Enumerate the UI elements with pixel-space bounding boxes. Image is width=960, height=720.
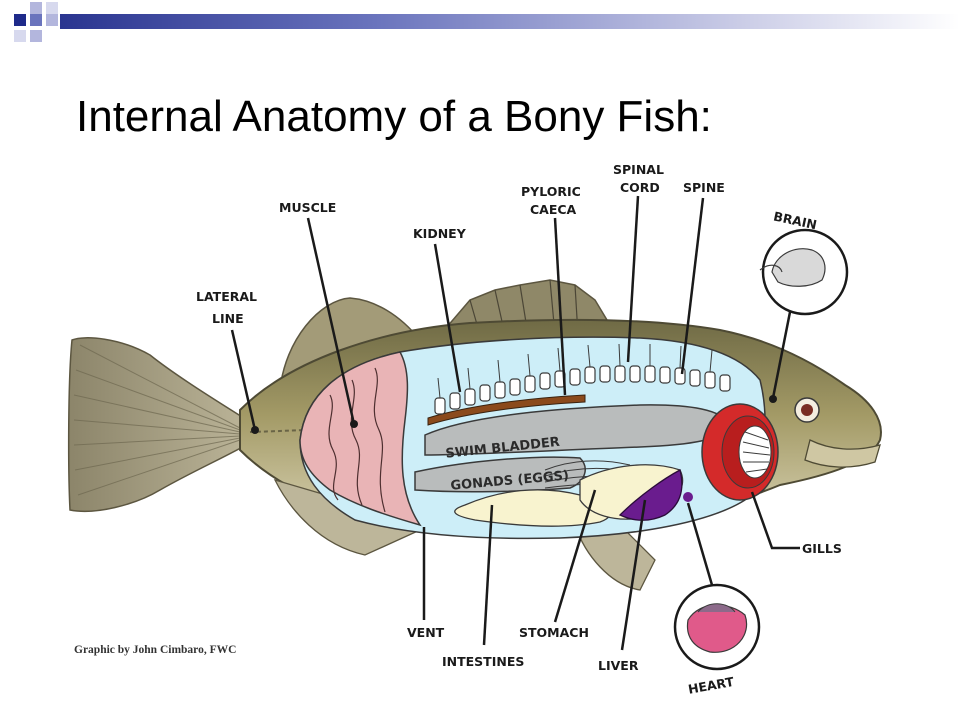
label-liver: LIVER — [598, 658, 639, 673]
kidney — [427, 394, 586, 426]
slide-title: Internal Anatomy of a Bony Fish: — [76, 92, 712, 141]
header-squares-icon — [14, 2, 58, 42]
label-stomach: STOMACH — [519, 625, 589, 640]
label-lateral-line-2: LINE — [212, 311, 244, 326]
anal-fin — [273, 478, 422, 556]
gills — [701, 403, 779, 501]
label-lateral-line-1: LATERAL — [196, 289, 257, 304]
liver — [618, 469, 683, 521]
label-muscle: MUSCLE — [279, 200, 336, 215]
label-spinal-2: CORD — [620, 180, 660, 195]
label-spinal-1: SPINAL — [613, 162, 664, 177]
intestines — [454, 489, 612, 527]
label-heart: HEART — [687, 674, 736, 697]
label-gills: GILLS — [802, 541, 842, 556]
label-pyloric-2: CAECA — [530, 202, 577, 217]
label-brain: BRAIN — [772, 209, 818, 233]
label-pyloric-1: PYLORIC — [521, 184, 581, 199]
slide-header-bar — [14, 2, 960, 42]
label-spine: SPINE — [683, 180, 725, 195]
brain-callout: BRAIN — [759, 209, 849, 403]
heart-callout: HEART — [673, 502, 761, 697]
heart-location — [683, 492, 693, 502]
label-vent: VENT — [407, 625, 445, 640]
spine-vertebrae — [434, 365, 731, 415]
label-kidney: KIDNEY — [413, 226, 467, 241]
tail-fin — [67, 337, 256, 513]
label-intestines: INTESTINES — [442, 654, 524, 669]
image-credit: Graphic by John Cimbaro, FWC — [74, 644, 237, 656]
